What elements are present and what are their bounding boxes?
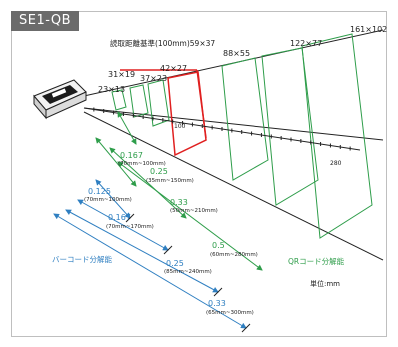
barcode-resolution-value: 0.33 [208,299,226,308]
qr-resolution-range: (70mm~100mm) [118,161,166,167]
green-field-frames [111,33,373,239]
qr-resolution-range: (35mm~150mm) [146,178,194,184]
field-size-label: 37×23 [140,74,167,83]
barcode-resolution-value: 0.125 [88,187,111,196]
distance-scale [83,107,361,151]
reference-label: 読取距離基準(100mm)59×37 [110,38,215,48]
qr-resolution-range: (50mm~210mm) [170,208,218,214]
qr-resolution-title: QRコード分解能 [288,256,345,266]
field-size-label: 161×102 [350,25,387,34]
qr-resolution-value: 0.5 [212,241,225,250]
barcode-resolution-range: (65mm~300mm) [206,310,254,316]
barcode-resolution-value: 0.167 [108,213,131,222]
qr-resolution-value: 0.33 [170,198,188,207]
model-badge: SE1-QB [11,11,80,31]
barcode-resolution-value: 0.25 [166,259,184,268]
distance-tick-label: 100 [174,123,186,130]
field-size-label: 23×13 [98,85,125,94]
unit-label: 単位:mm [310,279,340,288]
barcode-resolution-range: (70mm~100mm) [84,197,132,203]
qr-resolution-value: 0.25 [150,167,168,176]
qr-resolution-value: 0.167 [120,151,143,160]
barcode-resolution-title: バーコード分解能 [52,254,112,264]
scanner-device [33,79,87,120]
barcode-resolution-range: (85mm~240mm) [164,269,212,275]
barcode-end-ticks [125,213,251,333]
barcode-resolution-lines [53,179,247,329]
qr-resolution-range: (60mm~280mm) [210,252,258,258]
field-size-label: 31×19 [108,70,135,79]
field-size-label: 42×27 [160,64,187,73]
barcode-resolution-range: (70mm~170mm) [106,224,154,230]
distance-tick-label: 280 [330,160,342,167]
field-size-label: 122×77 [290,39,322,48]
field-size-label: 88×55 [223,49,250,58]
qr-resolution-lines [95,111,263,271]
